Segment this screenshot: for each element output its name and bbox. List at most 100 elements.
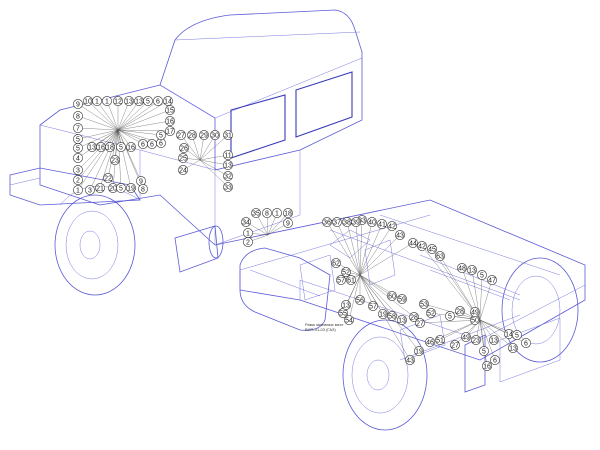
leader-line [107, 129, 119, 179]
callout-number: 12 [114, 98, 122, 105]
callout-number: 2 [76, 177, 80, 184]
callout-circle [408, 238, 418, 248]
callout-circle [105, 142, 115, 152]
callout-circle [450, 340, 460, 350]
callout-circle [92, 96, 102, 106]
callout-number: 27 [416, 320, 424, 327]
callout-circle [470, 307, 480, 317]
leader-line [336, 221, 361, 276]
callout-circle [283, 218, 293, 228]
callout-number: 1 [95, 98, 99, 105]
chassis-callout: 5 [479, 346, 489, 356]
leader-line [117, 129, 132, 189]
callout-number: 13 [88, 144, 96, 151]
cab-callout: 13 [87, 142, 97, 152]
callout-number: 44 [409, 240, 417, 247]
callout-number: 60 [388, 293, 396, 300]
cab-callout: 1 [92, 96, 102, 106]
leader-line [77, 129, 119, 140]
callout-number: 25 [179, 155, 187, 162]
callout-circle [332, 217, 342, 227]
cab-callout: 7 [73, 123, 83, 133]
callout-circle [95, 183, 105, 193]
chassis-callout: 43 [405, 355, 415, 365]
chassis-callout: 8 [262, 208, 272, 218]
callout-circle [251, 208, 261, 218]
callout-number: 29 [200, 132, 208, 139]
callout-number: 42 [418, 243, 426, 250]
cab-callout: 21 [95, 183, 105, 193]
callout-number: 15 [166, 107, 174, 114]
callout-circle [124, 96, 134, 106]
chassis-callout: 61 [346, 275, 356, 285]
callout-circle [103, 173, 113, 183]
chassis-callout: 27 [450, 340, 460, 350]
chassis-callout: 23 [471, 335, 481, 345]
callout-number: 13 [125, 98, 133, 105]
cab-callout: 22 [103, 173, 113, 183]
callout-number: 43 [406, 357, 414, 364]
cab-callout: 11 [223, 150, 233, 160]
callout-circle [283, 208, 293, 218]
callout-number: 5 [515, 332, 519, 339]
chassis-callout: 60 [387, 291, 397, 301]
leader-line [117, 100, 149, 131]
note-line-2: ВИП-01-03 (ГАЗ) [305, 327, 336, 332]
leader-line [359, 223, 383, 276]
callout-circle [147, 139, 157, 149]
leader-line [346, 221, 361, 276]
callout-circle [178, 153, 188, 163]
chassis-callout: 38 [342, 217, 352, 227]
leader-line [326, 221, 361, 276]
callout-number: 46 [426, 339, 434, 346]
callout-circle [73, 165, 83, 175]
callout-number: 39 [352, 219, 360, 226]
leader-line [117, 100, 159, 131]
callout-number: 13 [468, 267, 476, 274]
callout-number: 18 [284, 210, 292, 217]
leader-line [117, 100, 169, 131]
callout-circle [179, 143, 189, 153]
callout-circle [187, 130, 197, 140]
chassis-callout: 28 [409, 312, 419, 322]
callout-circle [367, 217, 377, 227]
callout-circle [241, 217, 251, 227]
callout-circle [479, 346, 489, 356]
callout-circle [153, 96, 163, 106]
leader-line [117, 100, 140, 131]
callout-circle [426, 308, 436, 318]
callout-number: 51 [436, 337, 444, 344]
chassis-callout: 37 [332, 217, 342, 227]
callout-number: 6 [156, 98, 160, 105]
callout-number: 24 [179, 167, 187, 174]
callout-circle [435, 335, 445, 345]
callout-number: 28 [188, 132, 196, 139]
callout-circle [435, 251, 445, 261]
chassis-callout: 51 [435, 335, 445, 345]
chassis-callout: 36 [322, 217, 332, 227]
chassis-callout: 63 [435, 251, 445, 261]
leader-line [359, 274, 374, 307]
callout-number: 17 [166, 128, 174, 135]
callout-circle [409, 312, 419, 322]
cab-callout: 6 [138, 139, 148, 149]
cab-callout: 8 [73, 111, 83, 121]
callout-number: 5 [76, 145, 80, 152]
callout-circle [110, 155, 120, 165]
callout-circle [176, 130, 186, 140]
chassis-callout: 44 [408, 238, 418, 248]
leader-line [99, 129, 119, 189]
cab-callout: 9 [136, 176, 146, 186]
cab-callout: 31 [223, 130, 233, 140]
callout-number: 57 [369, 303, 377, 310]
callout-circle [512, 330, 522, 340]
callout-circle [73, 99, 83, 109]
leader-line [359, 234, 401, 276]
leader-line [479, 319, 488, 367]
callout-number: 28 [456, 308, 464, 315]
cab-callout: 3 [85, 185, 95, 195]
callout-number: 5 [146, 98, 150, 105]
callout-number: 23 [472, 337, 480, 344]
callout-circle [397, 294, 407, 304]
